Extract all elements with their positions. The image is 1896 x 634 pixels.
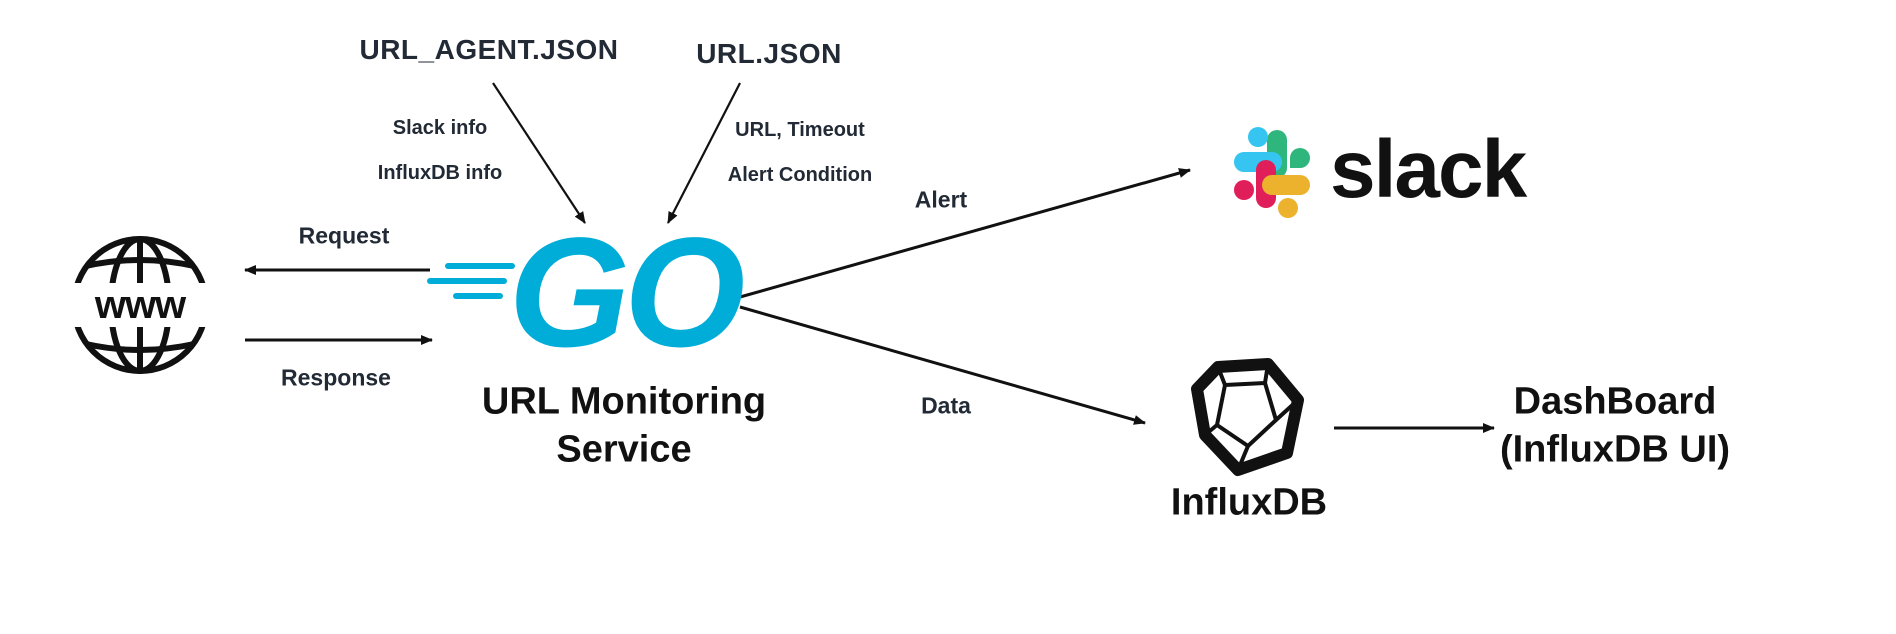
alert-label: Alert bbox=[914, 186, 968, 213]
dashboard-name: DashBoard (InfluxDB UI) bbox=[1500, 379, 1730, 474]
slack-wordmark: slack bbox=[1330, 124, 1528, 215]
url-config-arrow bbox=[667, 82, 741, 224]
slack-logo-icon bbox=[1234, 127, 1310, 218]
data-arrow bbox=[739, 305, 1146, 425]
service-name-line1: URL Monitoring bbox=[481, 380, 767, 423]
www-text: www bbox=[94, 283, 187, 327]
www-text-backdrop bbox=[66, 283, 214, 327]
request-label: Request bbox=[298, 222, 390, 249]
url-timeout-label: URL, Timeout bbox=[735, 119, 865, 141]
go-speed-lines bbox=[427, 263, 515, 299]
data-label: Data bbox=[921, 392, 971, 419]
go-logo-text: GO bbox=[509, 206, 743, 380]
response-label: Response bbox=[281, 364, 391, 391]
agent-config-file-label: URL_AGENT.JSON bbox=[359, 34, 619, 65]
influxdb-name: InfluxDB bbox=[1170, 481, 1328, 524]
dashboard-line2: (InfluxDB UI) bbox=[1499, 428, 1731, 470]
slack-info-label: Slack info bbox=[392, 117, 488, 139]
go-logo-icon: GO bbox=[427, 206, 749, 380]
service-name: URL Monitoring Service bbox=[482, 379, 766, 474]
url-config-file-label: URL.JSON bbox=[696, 38, 842, 69]
dashboard-line1: DashBoard bbox=[1513, 380, 1717, 423]
alert-condition-label: Alert Condition bbox=[727, 164, 873, 186]
influxdb-info-label: InfluxDB info bbox=[377, 162, 503, 184]
service-name-line2: Service bbox=[556, 428, 692, 470]
agent-config-arrow bbox=[492, 82, 586, 224]
alert-arrow bbox=[739, 168, 1191, 299]
influxdb-logo-icon bbox=[1191, 358, 1304, 476]
